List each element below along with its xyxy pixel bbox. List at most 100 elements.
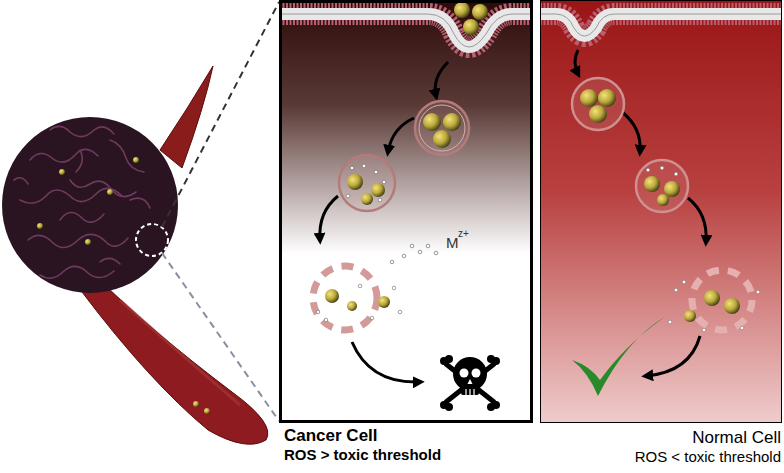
skull-symbol — [469, 389, 470, 395]
cell-membrane — [540, 14, 782, 36]
tumor — [59, 169, 65, 175]
process-arrow — [575, 50, 706, 376]
process-arrow — [622, 112, 640, 152]
skull-symbol — [445, 355, 453, 363]
ruptured-endosome — [358, 284, 362, 288]
endosome — [589, 105, 607, 123]
endosome — [598, 89, 616, 107]
ruptured-endosome — [682, 280, 686, 284]
ruptured-endosome — [756, 290, 760, 294]
degrading-endosome — [374, 170, 378, 174]
panel-heading: Cancer Cell — [284, 426, 530, 446]
panel-caption: Normal CellROS < toxic threshold — [541, 428, 781, 466]
degrading-endosome — [660, 166, 664, 170]
endosome — [419, 105, 465, 151]
metal-ions — [402, 254, 406, 258]
process-arrow — [352, 342, 420, 382]
normal-cell-ground — [540, 0, 782, 423]
cancer-cell-panel: Cancer CellROS > toxic threshold — [279, 0, 533, 423]
metal-ions — [390, 260, 394, 264]
ruptured-endosome — [668, 280, 760, 332]
ruptured-endosome — [313, 266, 377, 330]
skull-symbol — [440, 355, 500, 411]
ruptured-endosome — [370, 316, 374, 320]
skull-symbol — [473, 389, 474, 395]
zoom-callout — [162, 2, 279, 227]
endosome — [443, 113, 461, 131]
ion-symbol: M — [446, 235, 459, 250]
cell-membrane — [279, 14, 533, 47]
degrading-endosome — [378, 198, 382, 202]
endosome — [572, 78, 624, 130]
skull-symbol — [487, 355, 495, 363]
degrading-endosome — [339, 155, 395, 211]
metal-ions — [410, 244, 414, 248]
ruptured-endosome — [324, 318, 328, 322]
endosome — [572, 78, 624, 130]
ruptured-endosome — [692, 270, 752, 330]
zoom-callout — [136, 224, 168, 256]
tumor — [70, 180, 136, 197]
panel-subheading: ROS > toxic threshold — [284, 446, 530, 464]
blood-vessel — [82, 280, 268, 444]
degrading-endosome — [636, 160, 688, 212]
tumor — [60, 212, 104, 222]
ion-charge: z+ — [458, 229, 469, 239]
cancer-cell-ground — [279, 0, 533, 423]
process-arrow — [388, 118, 414, 152]
tumor — [100, 258, 120, 264]
degrading-endosome — [346, 194, 350, 198]
ruptured-endosome — [668, 320, 672, 324]
ruptured-endosome — [674, 288, 678, 292]
tumor — [20, 188, 122, 203]
degrading-endosome — [347, 174, 363, 190]
zoom-callout — [162, 253, 279, 421]
tumor — [2, 117, 178, 293]
skull-symbol — [465, 389, 466, 395]
degrading-endosome — [371, 183, 385, 197]
nanoparticle — [463, 19, 479, 35]
ruptured-endosome — [313, 266, 402, 330]
cell-membrane — [279, 14, 533, 47]
ruptured-endosome — [704, 290, 720, 306]
endosome — [433, 130, 451, 148]
tumor — [2, 117, 178, 293]
cell-membrane — [279, 14, 533, 47]
check-mark — [572, 316, 666, 396]
degrading-endosome — [339, 155, 395, 211]
nanoparticle — [472, 4, 488, 20]
process-arrow — [575, 50, 578, 74]
endosome — [423, 113, 441, 131]
endosome — [415, 101, 469, 155]
tumor — [14, 126, 150, 278]
skull-symbol — [466, 389, 474, 395]
degrading-endosome — [636, 160, 688, 212]
blood-vessel — [160, 66, 213, 168]
ruptured-endosome — [378, 296, 390, 308]
tumor — [110, 140, 144, 172]
ruptured-endosome — [724, 298, 740, 314]
zoom-callout — [136, 2, 279, 421]
blood-vessel — [193, 401, 199, 407]
process-arrow — [320, 196, 338, 240]
degrading-endosome — [362, 164, 366, 168]
ruptured-endosome — [740, 326, 744, 330]
skull-symbol — [445, 403, 453, 411]
metal-ions — [426, 244, 430, 248]
ruptured-endosome — [702, 328, 706, 332]
endosome — [580, 89, 598, 107]
metal-ions — [434, 251, 438, 255]
tumor — [37, 223, 43, 229]
cell-membrane — [540, 14, 782, 36]
check-mark — [572, 316, 666, 396]
cell-membrane — [540, 14, 782, 36]
tumor — [85, 239, 91, 245]
ruptured-endosome — [347, 301, 357, 311]
tumor — [14, 178, 28, 184]
tumor — [76, 150, 82, 172]
degrading-endosome — [361, 193, 373, 205]
tumor — [28, 234, 128, 247]
